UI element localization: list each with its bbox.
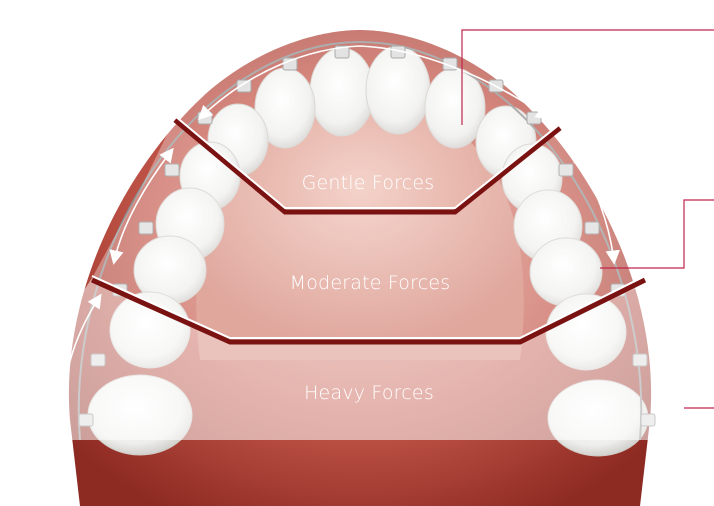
- label-gentle-forces: Gentle Forces: [302, 172, 435, 194]
- label-heavy-forces: Heavy Forces: [304, 382, 434, 404]
- label-moderate-forces: Moderate Forces: [290, 272, 451, 294]
